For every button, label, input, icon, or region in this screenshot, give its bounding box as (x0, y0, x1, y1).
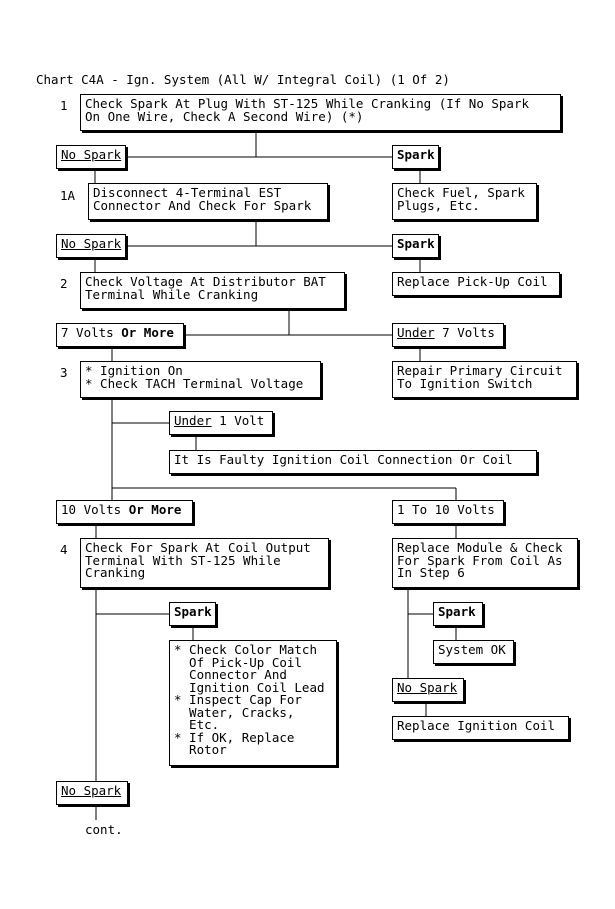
no-spark-box-4: No Spark (56, 781, 128, 805)
box-label: 7 Volts (434, 325, 495, 340)
box-line: Cranking (85, 565, 146, 580)
step1-box: Check Spark At Plug With ST-125 While Cr… (80, 94, 561, 131)
box-line: * Check Color Match (174, 642, 317, 657)
no-spark-box-1: No Spark (56, 145, 126, 169)
box-label: 1 Volt (211, 413, 265, 428)
box-line: Check For Spark At Coil Output (85, 540, 311, 555)
box-line: Check Spark At Plug With ST-125 While Cr… (85, 96, 530, 111)
step-number-1: 1 (60, 98, 68, 113)
box-line: On One Wire, Check A Second Wire) (*) (85, 108, 364, 124)
box-label: Spark (438, 604, 476, 619)
step-number-3: 3 (60, 365, 68, 380)
box-line: Replace Module & Check (397, 540, 563, 555)
box-label: No Spark (61, 236, 122, 251)
step2-box: Check Voltage At Distributor BAT Termina… (80, 272, 345, 309)
continued-label: cont. (85, 822, 123, 837)
one-to-ten-volts-box: 1 To 10 Volts (392, 500, 504, 524)
step4-box: Check For Spark At Coil Output Terminal … (80, 538, 329, 588)
box-line: * If OK, Replace (174, 729, 295, 745)
box-line: Connector And (174, 667, 287, 682)
box-line: Water, Cracks, (174, 704, 295, 720)
spark-box-4: Spark (169, 602, 216, 626)
no-spark-box-1a: No Spark (56, 234, 126, 258)
box-line: Terminal With ST-125 While (85, 552, 281, 568)
check-fuel-box: Check Fuel, Spark Plugs, Etc. (392, 183, 537, 220)
box-label-underlined: Under (397, 325, 435, 340)
step1a-box: Disconnect 4-Terminal EST Connector And … (88, 183, 328, 220)
box-line: Connector And Check For Spark (93, 197, 312, 213)
box-label-bold: Or More (128, 502, 182, 517)
box-line: To Ignition Switch (397, 375, 533, 391)
box-line: Rotor (174, 742, 227, 757)
box-line: * Check TACH Terminal Voltage (85, 375, 304, 391)
box-line: Repair Primary Circuit (397, 363, 563, 378)
box-line: In Step 6 (397, 565, 465, 580)
spark-box-1a: Spark (392, 234, 439, 258)
check-color-box: * Check Color Match Of Pick-Up Coil Conn… (169, 640, 337, 766)
box-label: Spark (397, 236, 435, 251)
no-spark-box-module: No Spark (392, 678, 464, 702)
step-number-2: 2 (60, 276, 68, 291)
box-label: It Is Faulty Ignition Coil Connection Or… (174, 452, 513, 467)
system-ok-box: System OK (433, 640, 514, 664)
box-label-bold: Or More (121, 325, 174, 340)
box-label: System OK (438, 642, 506, 657)
spark-box-1: Spark (392, 145, 439, 169)
box-label: 10 Volts (61, 502, 129, 517)
under-1-volt-box: Under 1 Volt (169, 411, 273, 435)
box-label: Replace Pick-Up Coil (397, 274, 548, 289)
faulty-coil-box: It Is Faulty Ignition Coil Connection Or… (169, 450, 537, 474)
box-label: No Spark (397, 680, 458, 695)
box-line: * Inspect Cap For (174, 692, 302, 707)
seven-volts-or-more-box: 7 Volts Or More (56, 323, 184, 347)
box-line: Ignition Coil Lead (174, 679, 325, 695)
replace-ignition-coil-box: Replace Ignition Coil (392, 716, 569, 740)
box-line: Terminal While Cranking (85, 286, 259, 302)
ten-volts-or-more-box: 10 Volts Or More (56, 500, 193, 524)
repair-primary-box: Repair Primary Circuit To Ignition Switc… (392, 361, 577, 398)
box-label: 1 To 10 Volts (397, 502, 495, 517)
box-label-underlined: Under (174, 413, 212, 428)
step-number-4: 4 (60, 542, 68, 557)
box-line: Of Pick-Up Coil (174, 654, 302, 670)
replace-pickup-box: Replace Pick-Up Coil (392, 272, 560, 296)
box-line: * Ignition On (85, 363, 183, 378)
box-label: Spark (397, 147, 435, 162)
under-7-volts-box: Under 7 Volts (392, 323, 504, 347)
box-line: Check Fuel, Spark (397, 185, 525, 200)
box-label: No Spark (61, 783, 122, 798)
box-line: Disconnect 4-Terminal EST (93, 185, 282, 200)
box-label: No Spark (61, 147, 122, 162)
box-line: For Spark From Coil As (397, 552, 563, 568)
box-line: Check Voltage At Distributor BAT (85, 274, 326, 289)
spark-box-module: Spark (433, 602, 483, 626)
step3-box: * Ignition On * Check TACH Terminal Volt… (80, 361, 321, 398)
replace-module-box: Replace Module & Check For Spark From Co… (392, 538, 578, 588)
box-label: Spark (174, 604, 212, 619)
box-label: 7 Volts (61, 325, 122, 340)
box-line: Plugs, Etc. (397, 197, 480, 213)
box-line: Etc. (174, 717, 220, 732)
box-label: Replace Ignition Coil (397, 718, 556, 733)
step-number-1a: 1A (60, 188, 76, 203)
chart-title: Chart C4A - Ign. System (All W/ Integral… (36, 72, 450, 87)
